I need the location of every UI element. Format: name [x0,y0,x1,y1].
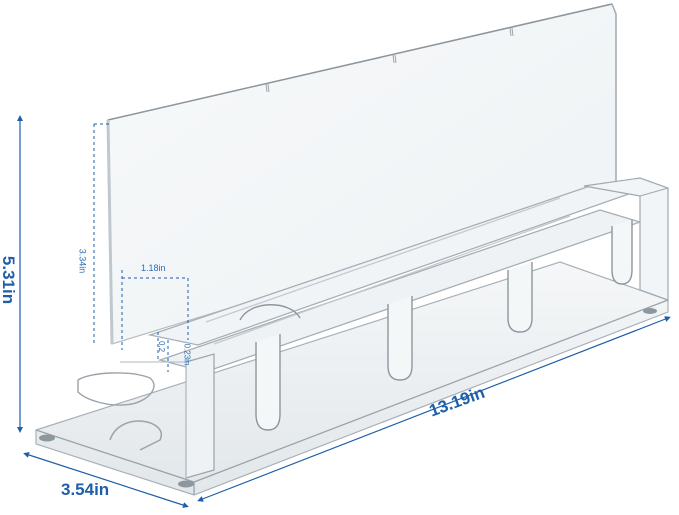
width-label: 3.54in [61,480,110,499]
slot-depth-label: 0.2 [157,340,167,353]
slot-width-label: 1.18in [141,263,166,273]
cut-height-label: 0.23in [182,343,192,366]
length-dimension-line [197,316,671,502]
dimension-lines [17,115,671,508]
height-label: 5.31in [0,255,19,305]
end-block [583,177,669,301]
width-dimension-line [23,452,189,508]
back-panel [106,3,617,345]
back-height-label: 3.34in [77,248,88,274]
